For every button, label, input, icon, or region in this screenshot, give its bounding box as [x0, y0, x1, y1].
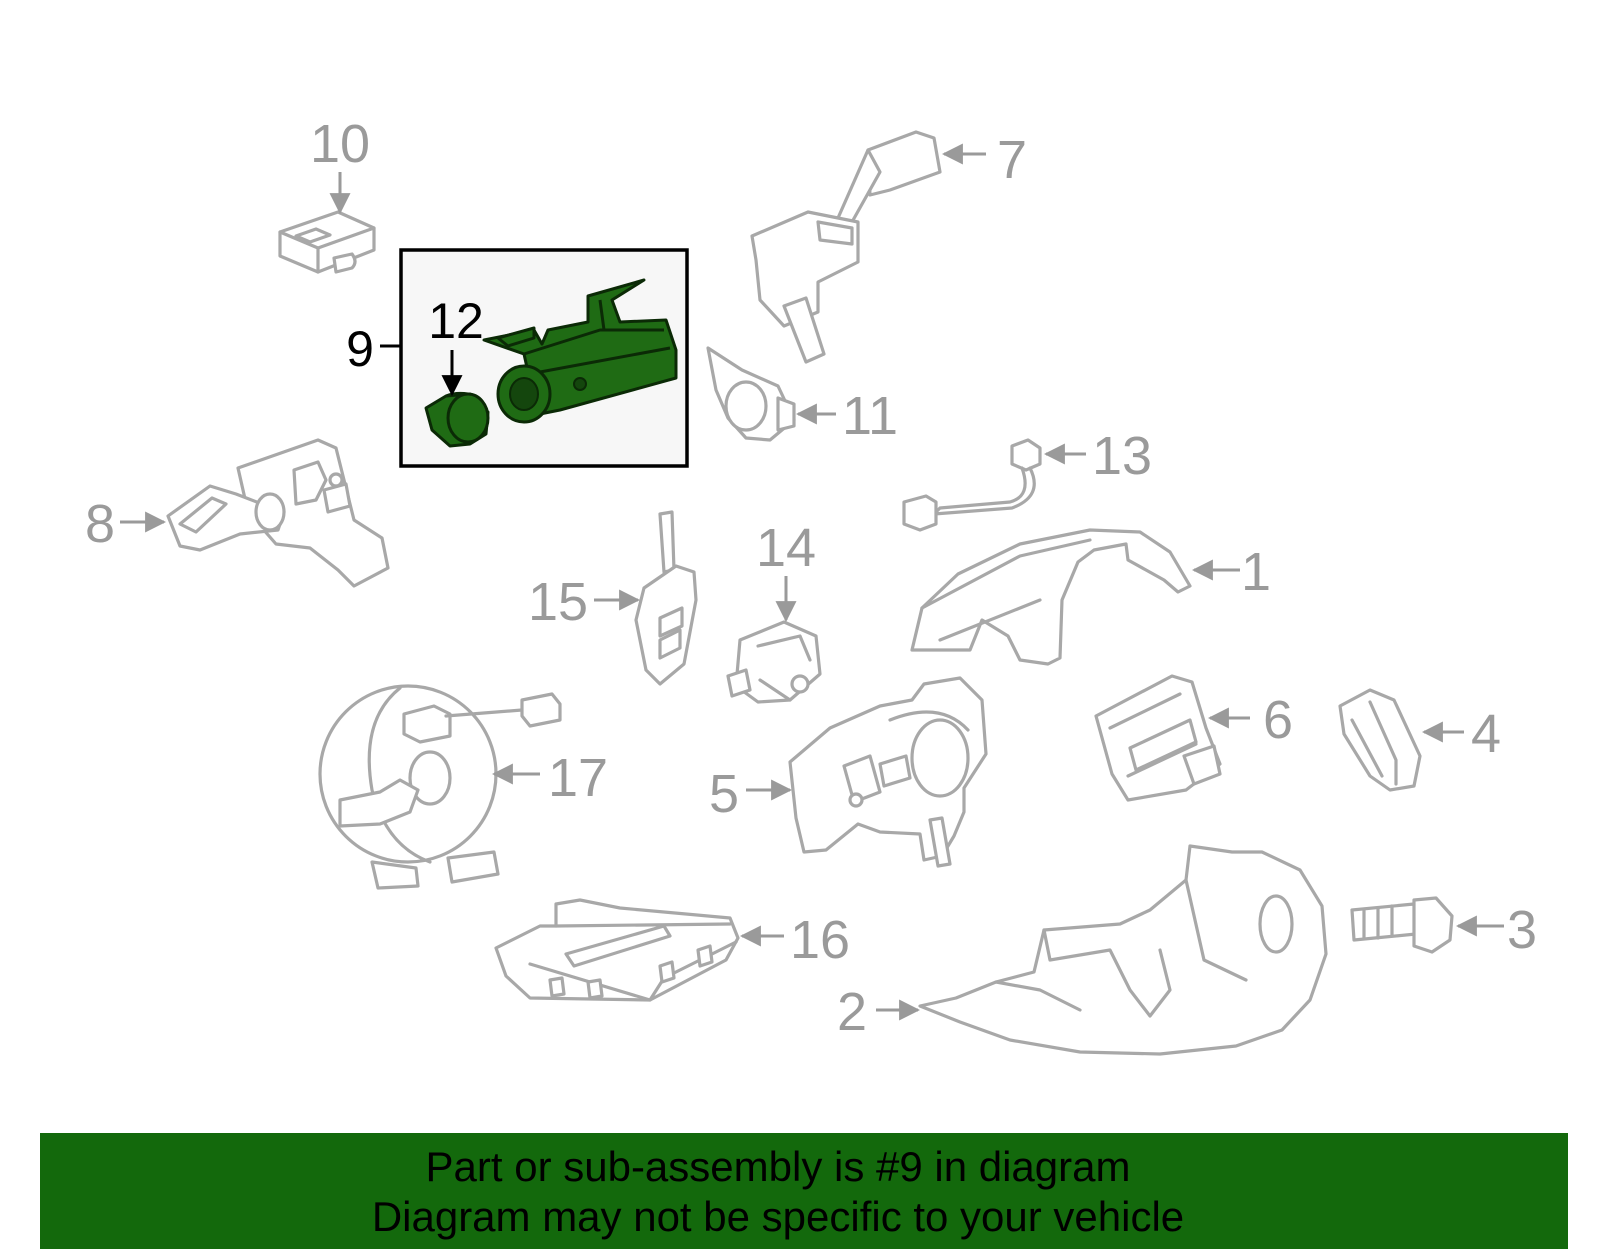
part-3-bolt[interactable] — [1350, 896, 1454, 954]
callout-2: 2 — [837, 982, 867, 1042]
part-12-lock-cylinder[interactable] — [424, 391, 490, 448]
callout-7: 7 — [997, 130, 1027, 190]
callout-10: 10 — [310, 114, 370, 174]
part-5-switch-housing[interactable] — [788, 676, 988, 868]
info-banner: Part or sub-assembly is #9 in diagram Di… — [40, 1133, 1568, 1249]
callout-15: 15 — [528, 572, 588, 632]
part-6-control-module[interactable] — [1094, 674, 1222, 802]
part-15-key-fob[interactable] — [634, 510, 698, 686]
callout-4: 4 — [1471, 704, 1501, 764]
part-16-module-bracket[interactable] — [494, 898, 740, 1002]
part-4-end-cap[interactable] — [1338, 688, 1422, 792]
callout-17: 17 — [548, 748, 608, 808]
callout-3: 3 — [1507, 900, 1537, 960]
callout-6: 6 — [1263, 690, 1293, 750]
callout-5: 5 — [709, 764, 739, 824]
part-9-ignition-lock-housing[interactable] — [482, 278, 678, 424]
callout-13: 13 — [1092, 426, 1152, 486]
part-13-wire-harness[interactable] — [902, 438, 1042, 532]
callout-1: 1 — [1241, 542, 1271, 602]
callout-12: 12 — [428, 293, 484, 349]
info-banner-line-1: Part or sub-assembly is #9 in diagram — [425, 1143, 1131, 1190]
part-2-lower-column-cover[interactable] — [918, 844, 1328, 1056]
part-17-clock-spring[interactable] — [318, 684, 562, 890]
part-1-upper-column-cover[interactable] — [910, 528, 1192, 666]
info-banner-line-2: Diagram may not be specific to your vehi… — [371, 1193, 1185, 1240]
callout-16: 16 — [790, 910, 850, 970]
part-10-sensor[interactable] — [278, 210, 376, 274]
callout-8: 8 — [85, 494, 115, 554]
callout-9: 9 — [346, 321, 374, 377]
part-7-wiper-switch[interactable] — [750, 130, 942, 364]
part-14-ignition-switch[interactable] — [726, 620, 822, 704]
part-8-turn-signal-switch[interactable] — [166, 438, 390, 588]
callout-14: 14 — [756, 518, 816, 578]
part-11-lock-bezel[interactable] — [706, 346, 796, 442]
callout-11: 11 — [842, 386, 898, 446]
